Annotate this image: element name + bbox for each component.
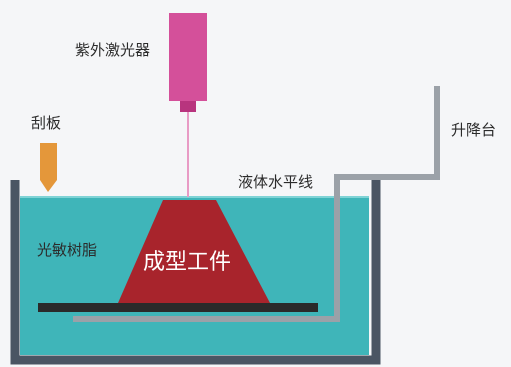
label-liquid-level: 液体水平线 <box>238 173 314 191</box>
label-uv-laser: 紫外激光器 <box>75 41 151 59</box>
laser-body <box>169 13 207 101</box>
elevator-arm <box>73 86 440 322</box>
build-platform <box>38 303 318 312</box>
vat <box>10 180 381 365</box>
label-workpiece: 成型工件 <box>143 250 232 275</box>
laser-nozzle <box>180 101 196 112</box>
scraper-blade <box>40 143 57 192</box>
label-resin: 光敏树脂 <box>37 241 98 259</box>
label-elevator: 升降台 <box>451 121 497 139</box>
label-scraper: 刮板 <box>31 114 62 132</box>
workpiece-shape <box>118 200 270 303</box>
